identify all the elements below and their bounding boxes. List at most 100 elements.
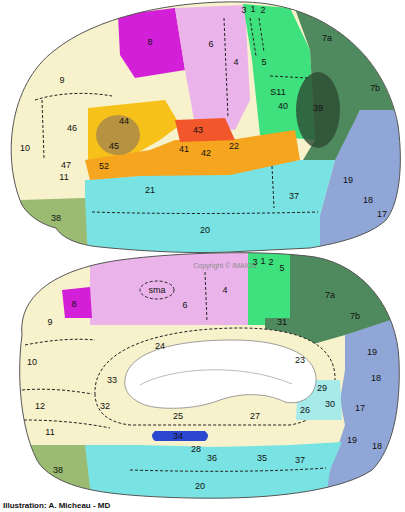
- brain-outline: [20, 253, 400, 498]
- area-number: 9: [59, 75, 64, 85]
- area-number: 12: [35, 401, 45, 411]
- credit-line: Illustration: A. Micheau - MD: [3, 501, 110, 511]
- area-number: 10: [20, 143, 30, 153]
- area-number: 34: [173, 431, 183, 441]
- area-number: 17: [377, 209, 387, 219]
- area-number: 35: [257, 453, 267, 463]
- area-number: 7b: [370, 83, 380, 93]
- area-number: 46: [67, 123, 77, 133]
- area-number: 23: [295, 355, 305, 365]
- area-number: sma: [148, 285, 165, 295]
- area-number: 38: [53, 465, 63, 475]
- area-number: 2: [268, 257, 273, 267]
- area-number: 7a: [322, 33, 332, 43]
- area-number: 18: [372, 441, 382, 451]
- lateral-regions: [0, 0, 405, 260]
- area-number: 6: [208, 39, 213, 49]
- area-number: 24: [155, 341, 165, 351]
- area-number: 19: [343, 175, 353, 185]
- area-number: 43: [193, 125, 203, 135]
- area-number: S11: [270, 87, 285, 97]
- medial-boundaries: [22, 272, 326, 471]
- area-number: 5: [261, 57, 266, 67]
- area-number: 32: [100, 401, 110, 411]
- boundary-line: [259, 18, 264, 52]
- boundary-line: [35, 93, 112, 100]
- area-number: 3: [252, 257, 257, 267]
- area-number: 33: [107, 375, 117, 385]
- area-number: 11: [45, 427, 54, 437]
- sma-outline: [140, 281, 174, 299]
- area-number: 7b: [350, 311, 360, 321]
- area-number: 47: [61, 160, 71, 170]
- boundary-line: [42, 100, 44, 158]
- premotor-region: [90, 245, 248, 325]
- area-number: 36: [207, 453, 217, 463]
- area-number: 38: [51, 213, 61, 223]
- area-number: 28: [191, 444, 201, 454]
- area-number: 11: [59, 172, 68, 182]
- boundary-line: [205, 272, 207, 322]
- area-number: 6: [182, 300, 187, 310]
- area-number: 8: [71, 299, 76, 309]
- area-number: 45: [109, 141, 119, 151]
- area-number: 20: [200, 225, 210, 235]
- boundary-line: [224, 18, 228, 118]
- area-number: 31: [277, 317, 287, 327]
- area-8-region: [118, 8, 185, 78]
- area-number: 8: [147, 37, 152, 47]
- area-number: 3: [241, 5, 246, 15]
- watermark: Copyright © IMAIOS: [193, 261, 257, 271]
- temporal-region: [85, 442, 342, 505]
- area-number: 17: [355, 403, 365, 413]
- area-number: 9: [47, 317, 52, 327]
- area-43-region: [175, 118, 235, 142]
- area-number: 19: [367, 347, 377, 357]
- lateral-boundaries: [35, 18, 318, 214]
- area-number: 42: [201, 148, 211, 158]
- area-8-region: [62, 287, 92, 318]
- somatosensory-region: [248, 245, 290, 325]
- area-number: 7a: [325, 290, 335, 300]
- corpus-callosum: [125, 340, 316, 408]
- boundary-line: [270, 76, 308, 78]
- area-number: 20: [195, 481, 205, 491]
- temporal-pole-region: [20, 198, 88, 260]
- wernicke-overlay: [296, 72, 340, 148]
- boundary-line: [92, 212, 318, 214]
- area-number: 29: [317, 383, 327, 393]
- area-number: 2: [260, 5, 265, 15]
- area-number: 22: [229, 141, 239, 151]
- area-34-region: [152, 431, 208, 441]
- broca-overlay: [96, 115, 140, 155]
- area-number: 44: [119, 116, 129, 126]
- fornix-line: [140, 370, 292, 385]
- brain-outline: [11, 2, 400, 253]
- area-number: 1: [250, 4, 255, 14]
- premotor-region: [175, 5, 250, 130]
- area-number: 1: [260, 256, 265, 266]
- area-number: 25: [173, 411, 183, 421]
- area-number: 52: [99, 161, 109, 171]
- area-number: 37: [289, 191, 299, 201]
- area-number: 18: [371, 373, 381, 383]
- boundary-line: [25, 339, 95, 345]
- area-number: 37: [295, 455, 305, 465]
- area-number: 4: [233, 57, 238, 67]
- area-number: 40: [278, 101, 288, 111]
- area-number: 26: [300, 405, 310, 415]
- area-number: 4: [222, 285, 227, 295]
- boundary-line: [272, 166, 274, 208]
- area-number: 10: [27, 357, 37, 367]
- boundary-line: [22, 389, 92, 394]
- boundary-line: [24, 420, 110, 428]
- area-number: 27: [250, 411, 260, 421]
- medial-regions: [0, 245, 405, 506]
- boundary-line: [130, 468, 326, 471]
- area-number: 5: [279, 263, 284, 273]
- area-number: 30: [325, 399, 335, 409]
- boundary-line: [250, 18, 256, 56]
- area-number: 41: [179, 144, 189, 154]
- area-number: 21: [145, 185, 155, 195]
